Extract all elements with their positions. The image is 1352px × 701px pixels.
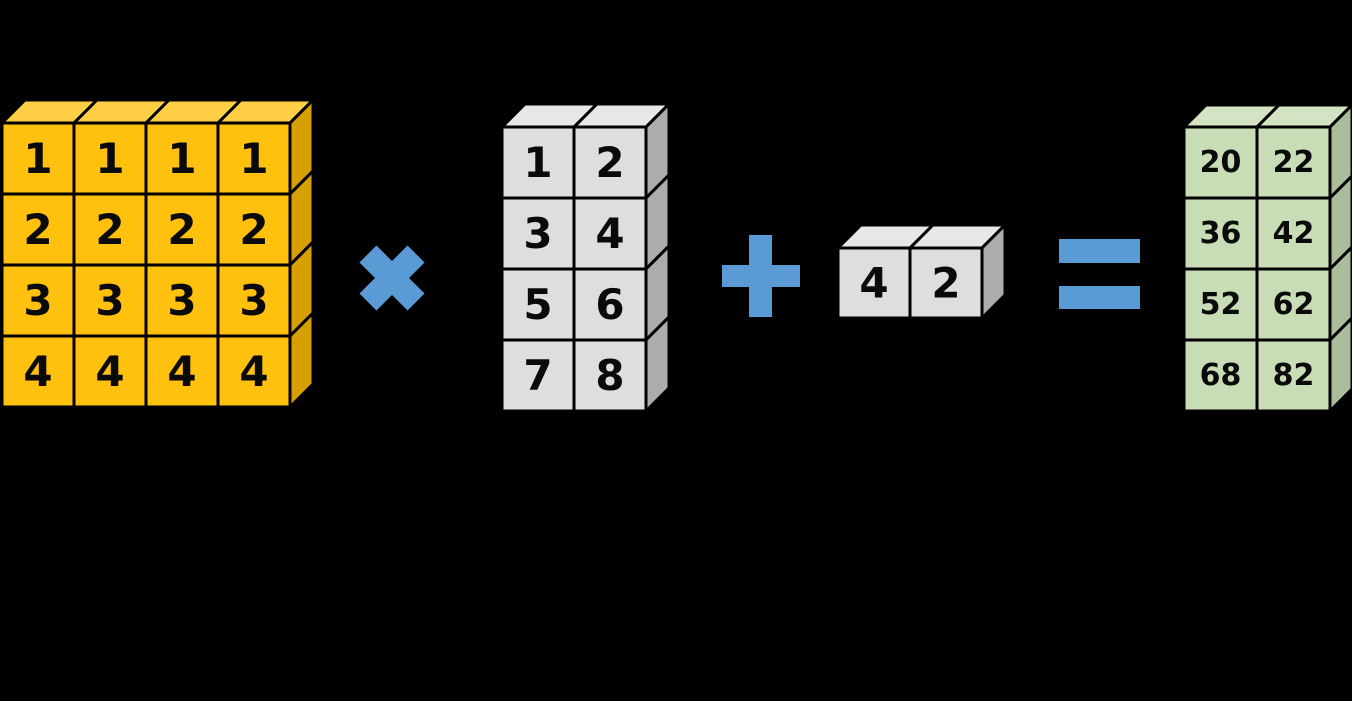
cell-value: 4 [859,259,888,308]
cell [1255,338,1332,413]
weights-matrix-4x2: 1 2 3 4 5 6 7 8 [498,100,673,415]
cell-value: 42 [1273,216,1315,251]
equals-icon [1059,239,1140,309]
cell [72,192,148,267]
cell [572,338,648,413]
cell-value: 4 [95,347,124,396]
cell [216,192,292,267]
cell-value: 1 [523,138,552,187]
cell-value: 2 [23,205,52,254]
cell-value: 1 [23,134,52,183]
cell-value: 2 [167,205,196,254]
cell-value: 3 [523,209,552,258]
cell [908,246,984,320]
cell-value: 7 [523,351,552,400]
multiply-icon [359,245,425,311]
equals-bar [1059,239,1140,263]
input-matrix-4x4: 1 1 1 1 2 2 2 2 3 3 3 3 4 4 4 4 [0,96,317,411]
cell [216,263,292,338]
cell [144,334,220,409]
cell [1182,196,1259,271]
cell [500,338,576,413]
cell-value: 36 [1200,216,1242,251]
cell [72,121,148,196]
cell [572,267,648,342]
cell-value: 2 [931,259,960,308]
cell-value: 1 [167,134,196,183]
cell [500,196,576,271]
cell-value: 68 [1200,358,1242,393]
cell [72,334,148,409]
cell-value: 4 [595,209,624,258]
cell-value: 5 [523,280,552,329]
cell-value: 6 [595,280,624,329]
cell-value: 82 [1273,358,1315,393]
cell-value: 22 [1273,145,1315,180]
cell [216,334,292,409]
cell-value: 4 [239,347,268,396]
cell [1255,196,1332,271]
cell-value: 20 [1200,145,1242,180]
cell-value: 3 [23,276,52,325]
equals-bar [1059,286,1140,309]
cell-value: 1 [239,134,268,183]
cell-value: 3 [167,276,196,325]
bias-matrix-1x2: 4 2 [834,221,1009,322]
result-matrix-4x2: 20 22 36 42 52 62 68 82 [1180,102,1352,415]
cell [216,121,292,196]
cell-value: 8 [595,351,624,400]
cell-value: 4 [167,347,196,396]
cell [144,192,220,267]
cell-value: 2 [239,205,268,254]
cell-value: 2 [595,138,624,187]
multiply-bar [359,245,425,311]
cell-value: 3 [95,276,124,325]
cell-value: 2 [95,205,124,254]
cell-value: 1 [95,134,124,183]
plus-icon [722,235,800,317]
cell-value: 52 [1200,287,1242,322]
cell-value: 3 [239,276,268,325]
cell-value: 62 [1273,287,1315,322]
cell-value: 4 [23,347,52,396]
cell [1255,267,1332,342]
plus-bar [749,235,772,317]
